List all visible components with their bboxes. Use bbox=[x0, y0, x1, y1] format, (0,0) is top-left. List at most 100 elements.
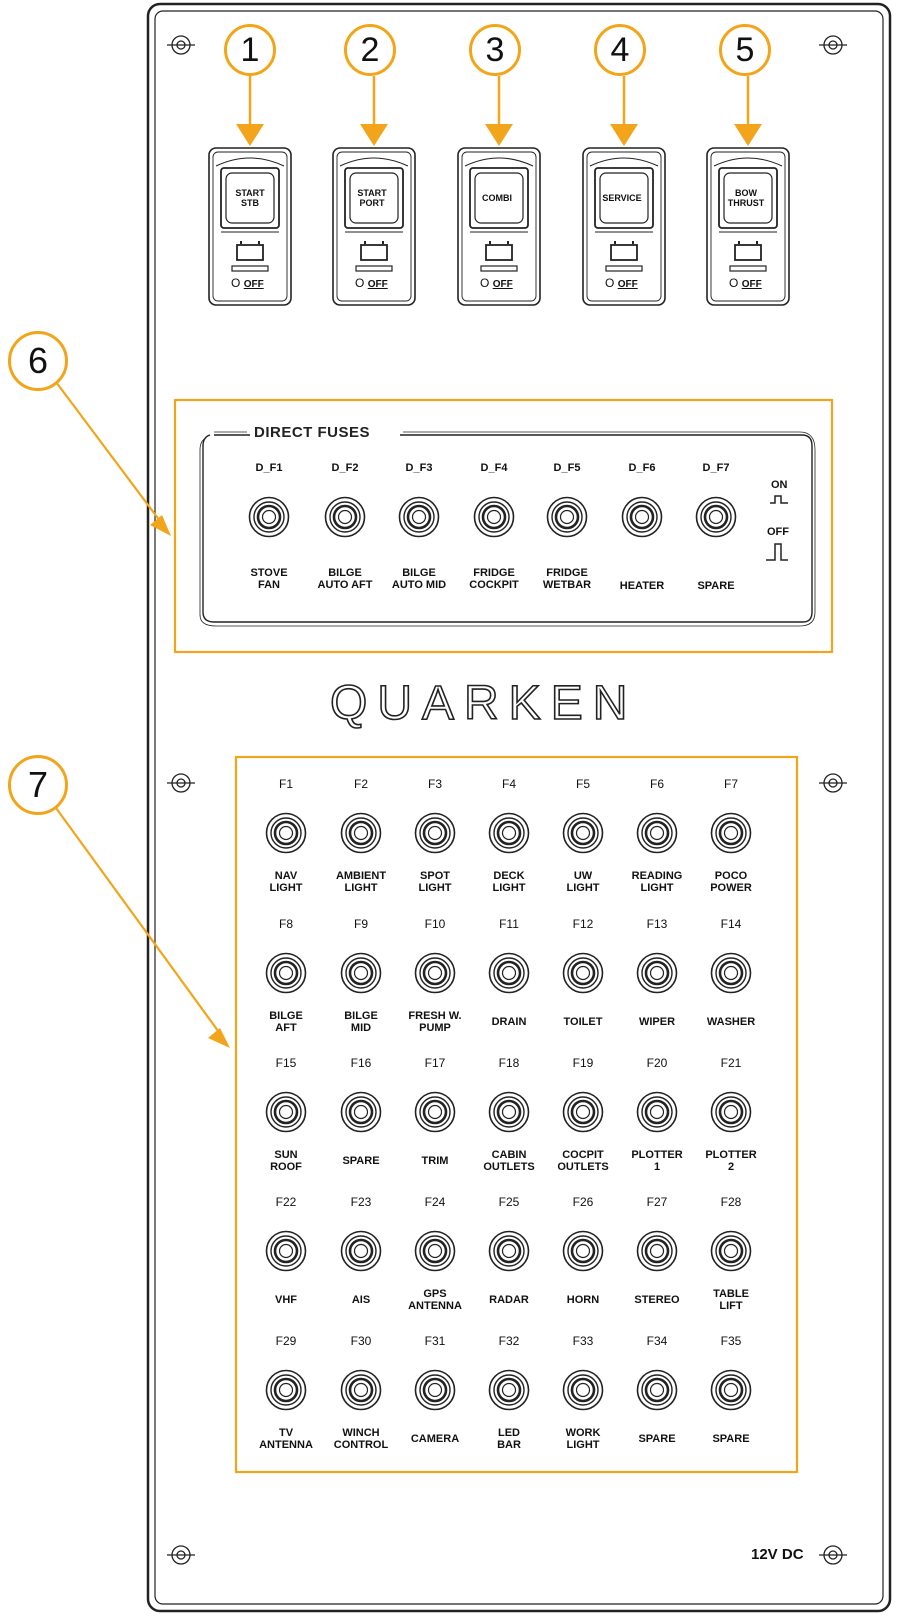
fuse-knob-15[interactable] bbox=[265, 1091, 307, 1133]
off-symbol-text: O bbox=[729, 276, 739, 290]
direct-fuse-name: FRIDGE WETBAR bbox=[542, 567, 592, 591]
fuse-name: VHF bbox=[275, 1294, 297, 1306]
switch-4-label: SERVICE bbox=[602, 193, 642, 203]
off-word: OFF bbox=[617, 279, 638, 290]
off-symbol-text: O bbox=[231, 276, 241, 290]
fuse-knob-22[interactable] bbox=[265, 1230, 307, 1272]
fuse-id: F18 bbox=[498, 1056, 520, 1070]
fuse-knob-2[interactable] bbox=[340, 812, 382, 854]
fuse-name: BILGE MID bbox=[344, 1010, 378, 1034]
fuse-name: CABIN OUTLETS bbox=[483, 1149, 535, 1173]
fuse-knob-27[interactable] bbox=[636, 1230, 678, 1272]
on-symbol bbox=[770, 495, 788, 504]
fuse-name: SPOT LIGHT bbox=[418, 870, 452, 894]
fuse-name: CAMERA bbox=[410, 1433, 460, 1445]
fuse-knob-13[interactable] bbox=[636, 952, 678, 994]
fuse-name: TV ANTENNA bbox=[259, 1427, 313, 1451]
callout-1-arrow bbox=[236, 76, 264, 146]
fuse-id: F3 bbox=[427, 777, 442, 791]
direct-fuse-name: STOVE FAN bbox=[250, 567, 288, 591]
fuse-id: F22 bbox=[275, 1195, 297, 1209]
direct-fuse-knob-7[interactable] bbox=[695, 496, 737, 538]
fuse-knob-24[interactable] bbox=[414, 1230, 456, 1272]
fuse-id: F20 bbox=[646, 1056, 668, 1070]
fuse-knob-18[interactable] bbox=[488, 1091, 530, 1133]
fuse-knob-17[interactable] bbox=[414, 1091, 456, 1133]
fuse-knob-33[interactable] bbox=[562, 1369, 604, 1411]
fuse-knob-12[interactable] bbox=[562, 952, 604, 994]
off-symbol-text: O bbox=[355, 276, 365, 290]
fuse-name: FRESH W. PUMP bbox=[408, 1010, 462, 1034]
fuse-knob-21[interactable] bbox=[710, 1091, 752, 1133]
fuse-knob-14[interactable] bbox=[710, 952, 752, 994]
fuse-name: POCO POWER bbox=[710, 870, 752, 894]
off-word: OFF bbox=[492, 279, 513, 290]
switch-5-label: BOW THRUST bbox=[727, 188, 765, 208]
fuse-knob-32[interactable] bbox=[488, 1369, 530, 1411]
rocker-switch-5[interactable] bbox=[706, 147, 790, 306]
fuse-knob-16[interactable] bbox=[340, 1091, 382, 1133]
switch-4-off: O OFF bbox=[605, 276, 638, 290]
fuse-name: READING LIGHT bbox=[631, 870, 683, 894]
fuse-id: F5 bbox=[575, 777, 590, 791]
fuse-id: F11 bbox=[499, 917, 519, 931]
fuses-highlight bbox=[234, 755, 799, 1474]
fuse-knob-31[interactable] bbox=[414, 1369, 456, 1411]
direct-fuse-knob-4[interactable] bbox=[473, 496, 515, 538]
fuse-id: F32 bbox=[498, 1334, 520, 1348]
fuse-knob-3[interactable] bbox=[414, 812, 456, 854]
rocker-switch-2[interactable] bbox=[332, 147, 416, 306]
fuse-knob-6[interactable] bbox=[636, 812, 678, 854]
battery-icon bbox=[360, 244, 388, 261]
panel-outline bbox=[146, 2, 892, 1613]
callout-2-arrow bbox=[360, 76, 388, 146]
fuse-knob-30[interactable] bbox=[340, 1369, 382, 1411]
fuse-knob-26[interactable] bbox=[562, 1230, 604, 1272]
callout-7-arrowhead bbox=[208, 1028, 230, 1048]
fuse-knob-34[interactable] bbox=[636, 1369, 678, 1411]
fuse-knob-9[interactable] bbox=[340, 952, 382, 994]
rocker-switch-3[interactable] bbox=[457, 147, 541, 306]
fuse-knob-29[interactable] bbox=[265, 1369, 307, 1411]
direct-fuse-id: D_F6 bbox=[628, 462, 656, 474]
fuse-knob-35[interactable] bbox=[710, 1369, 752, 1411]
direct-fuse-knob-5[interactable] bbox=[546, 496, 588, 538]
direct-fuse-knob-3[interactable] bbox=[398, 496, 440, 538]
fuse-knob-11[interactable] bbox=[488, 952, 530, 994]
direct-fuse-knob-6[interactable] bbox=[621, 496, 663, 538]
fuse-knob-1[interactable] bbox=[265, 812, 307, 854]
callout-4: 4 bbox=[594, 24, 646, 76]
direct-fuse-knob-2[interactable] bbox=[324, 496, 366, 538]
off-word: OFF bbox=[741, 279, 762, 290]
rocker-switch-1[interactable] bbox=[208, 147, 292, 306]
fuse-id: F34 bbox=[646, 1334, 668, 1348]
fuse-name: WORK LIGHT bbox=[565, 1427, 601, 1451]
fuse-knob-7[interactable] bbox=[710, 812, 752, 854]
fuse-knob-10[interactable] bbox=[414, 952, 456, 994]
fuse-knob-23[interactable] bbox=[340, 1230, 382, 1272]
callout-3-arrow bbox=[485, 76, 513, 146]
direct-fuses-frame-inner bbox=[199, 431, 816, 627]
battery-icon bbox=[610, 244, 638, 261]
fuse-knob-8[interactable] bbox=[265, 952, 307, 994]
fuse-knob-5[interactable] bbox=[562, 812, 604, 854]
fuse-name: SPARE bbox=[342, 1155, 380, 1167]
direct-fuse-knob-1[interactable] bbox=[248, 496, 290, 538]
fuse-id: F16 bbox=[350, 1056, 372, 1070]
switch-2-label: START PORT bbox=[357, 188, 387, 208]
fuse-knob-4[interactable] bbox=[488, 812, 530, 854]
off-label: OFF bbox=[767, 526, 789, 538]
fuse-name: COCPIT OUTLETS bbox=[557, 1149, 609, 1173]
fuse-knob-25[interactable] bbox=[488, 1230, 530, 1272]
direct-fuses-highlight bbox=[173, 398, 834, 654]
direct-fuse-id: D_F5 bbox=[553, 462, 581, 474]
screw bbox=[819, 773, 847, 793]
callout-6: 6 bbox=[8, 331, 68, 391]
fuse-knobs bbox=[265, 812, 752, 1411]
fuse-knob-19[interactable] bbox=[562, 1091, 604, 1133]
rocker-switch-4[interactable] bbox=[582, 147, 666, 306]
fuse-knob-28[interactable] bbox=[710, 1230, 752, 1272]
fuse-knob-20[interactable] bbox=[636, 1091, 678, 1133]
arrows-layer bbox=[236, 76, 762, 146]
fuse-id: F25 bbox=[498, 1195, 520, 1209]
